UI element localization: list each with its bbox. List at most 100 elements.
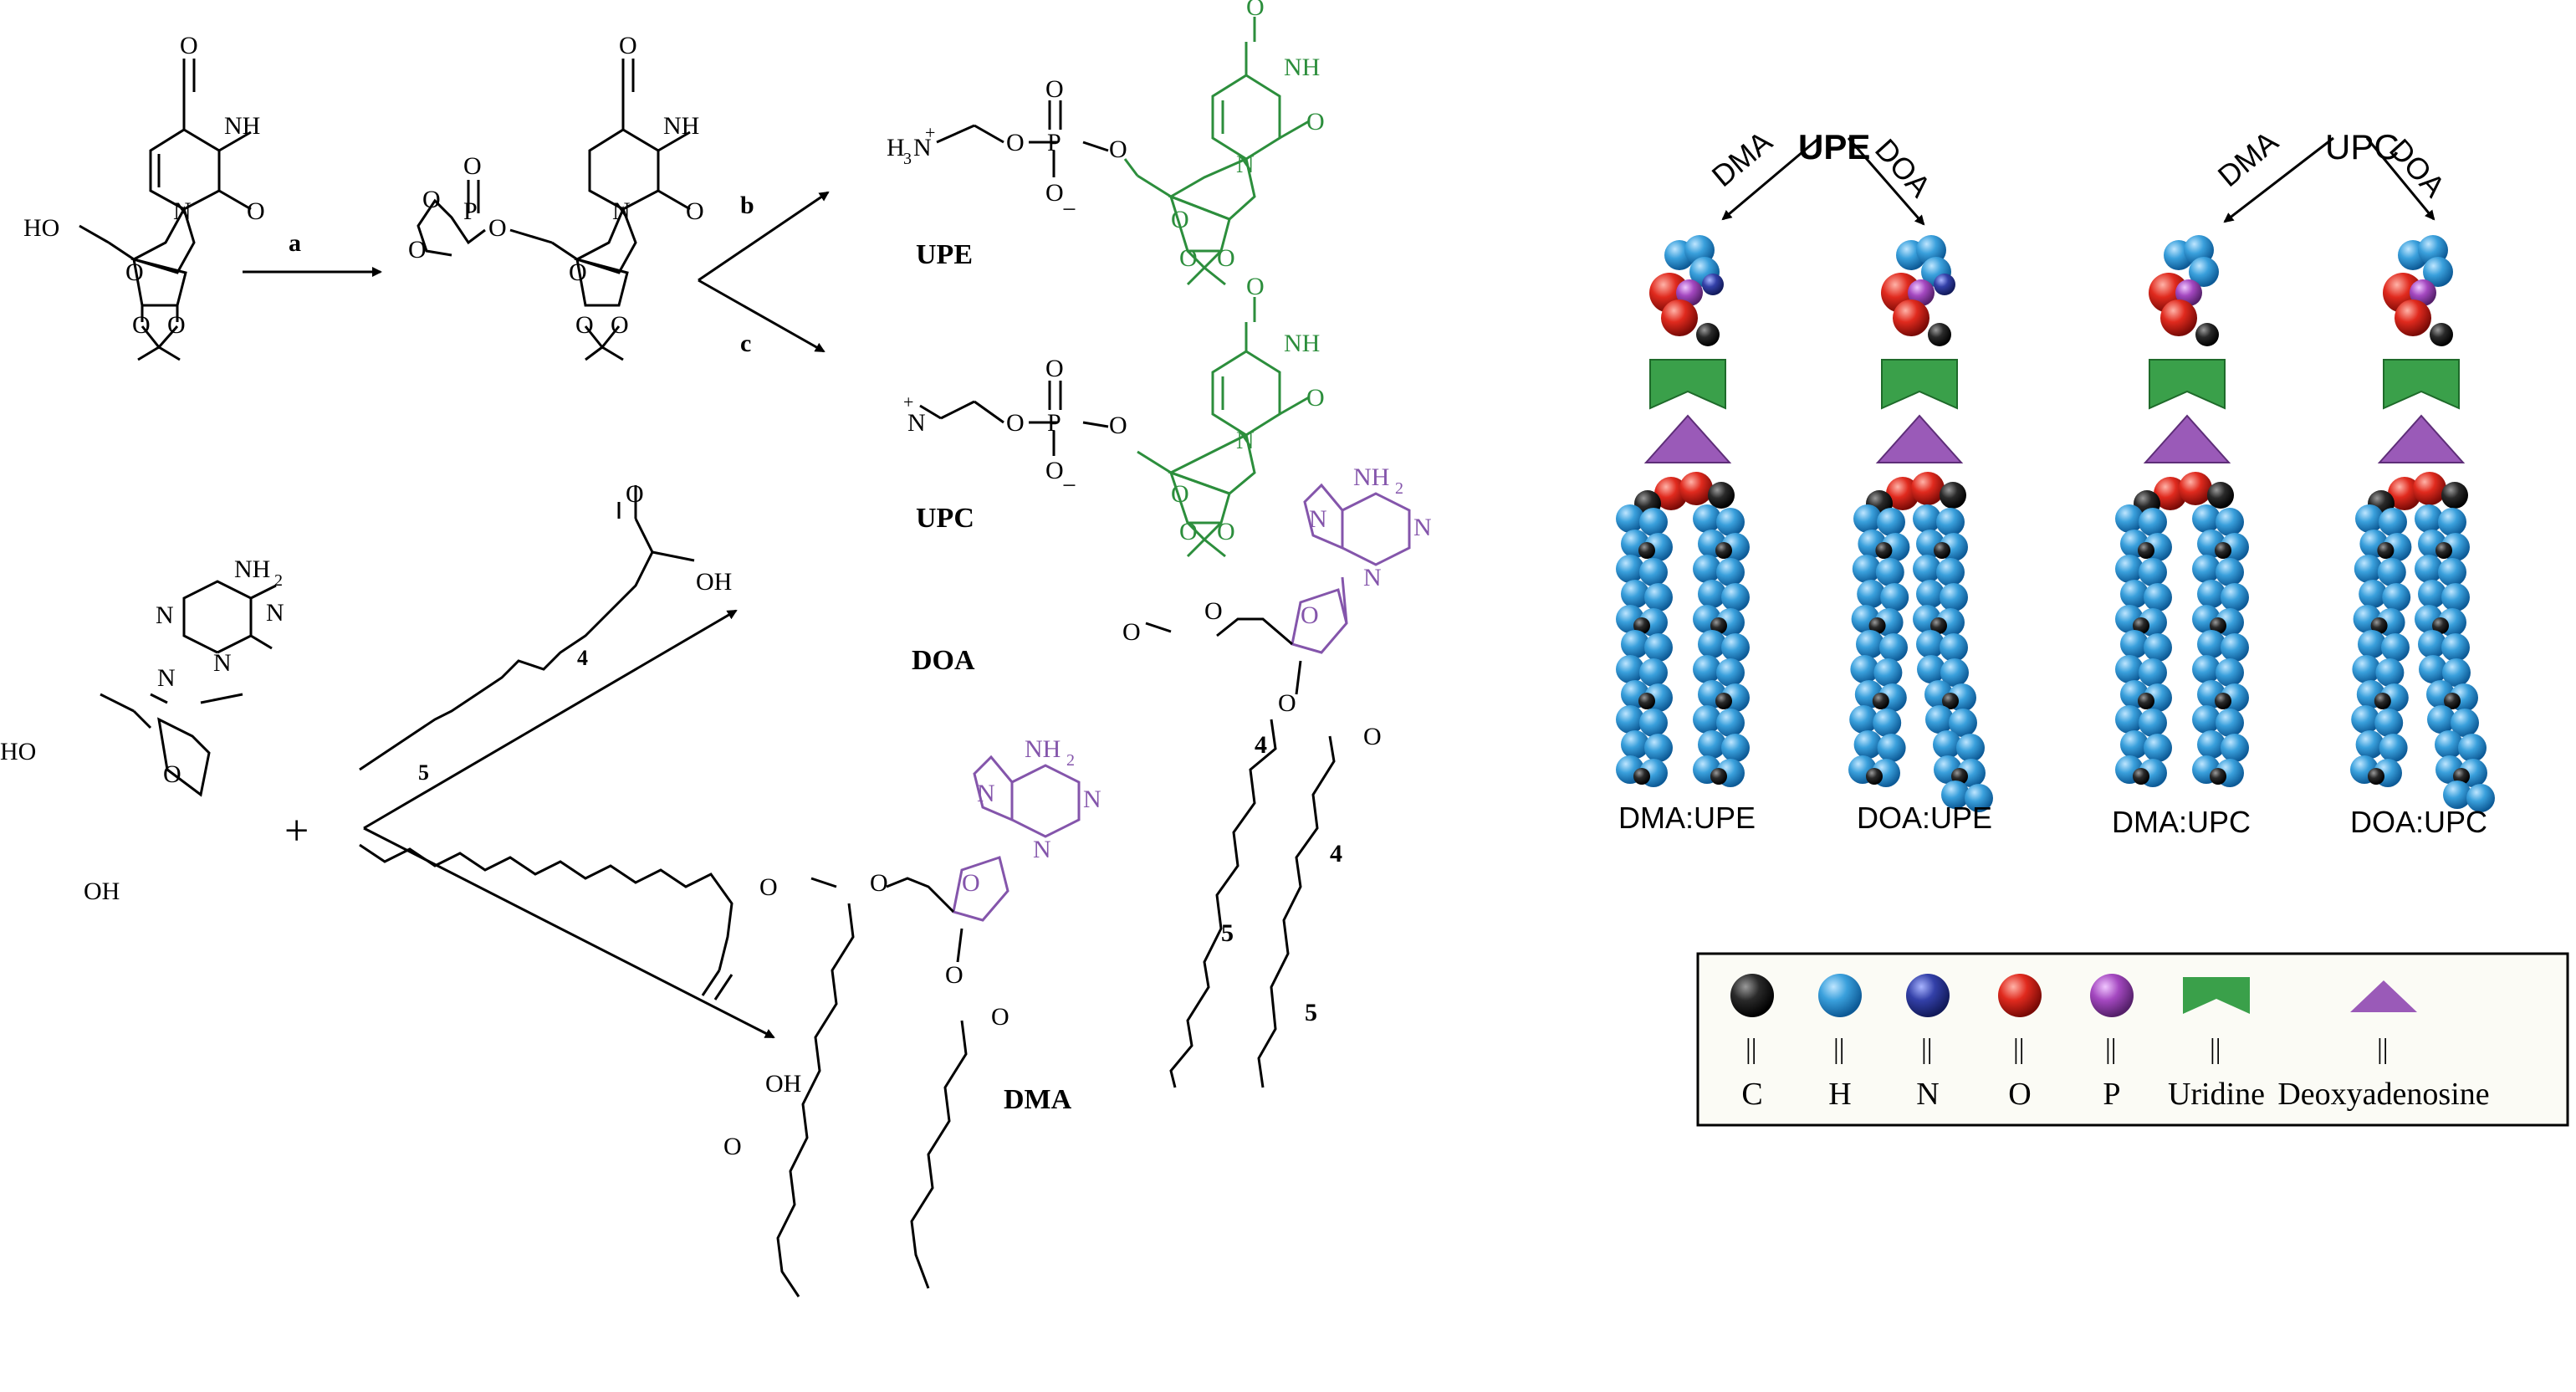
- hydrogen-atom: [1916, 580, 1945, 608]
- hydrogen-atom: [1721, 734, 1750, 762]
- step-label-a: a: [289, 229, 301, 257]
- arrow-upc-dma: [2223, 136, 2334, 223]
- compound-label-doa: DOA: [912, 645, 975, 676]
- hydrogen-atom: [2352, 655, 2381, 683]
- oxygen-atom: [1654, 477, 1688, 510]
- deoxyadenosine-block: [1875, 414, 1964, 463]
- hydrogen-atom: [2221, 633, 2249, 662]
- hydrogen-atom: [2379, 734, 2408, 762]
- legend-label: C: [1741, 1077, 1762, 1112]
- hydrogen-atom: [2451, 709, 2479, 737]
- hydrogen-atom: [2216, 558, 2244, 586]
- legend-equals-mark: ||: [2105, 1034, 2117, 1065]
- hydrogen-atom: [1721, 583, 1750, 612]
- o-label: O: [422, 186, 441, 213]
- o-label: O: [686, 197, 704, 225]
- legend-equals-mark: ||: [1833, 1034, 1845, 1065]
- carbon-atom: [2444, 693, 2461, 709]
- carbon-atom: [1696, 323, 1720, 346]
- legend: ||C||H||N||O||P||Uridine||Deoxyadenosine: [1696, 952, 2569, 1127]
- legend-swatch-o: [1998, 974, 2042, 1017]
- space-filling-models: [1616, 235, 2495, 812]
- n-label: N: [1236, 427, 1255, 454]
- hydrogen-atom: [2120, 730, 2149, 759]
- n-label: N: [213, 649, 232, 677]
- hydrogen-atom: [2216, 658, 2244, 687]
- o-label: O: [569, 258, 587, 286]
- carbon-atom: [2377, 542, 2395, 559]
- hydrogen-atom: [2192, 555, 2221, 583]
- sub2-label: 2: [274, 571, 283, 590]
- carbon-atom: [2432, 617, 2449, 634]
- arrow-upe-doa: [1847, 137, 1925, 226]
- hydrogen-atom: [1936, 508, 1965, 536]
- phosphorus-atom: [2410, 279, 2436, 306]
- hydrogen-atom: [2197, 630, 2226, 658]
- o-label: O: [1171, 480, 1189, 508]
- scheme-atom-labels: O NH O N HO O O O a b c O NH O N O P O O…: [0, 0, 1432, 1160]
- arrow-upc-doa: [2365, 137, 2435, 221]
- hydrogen-atom: [2221, 583, 2249, 612]
- hydrogen-atom: [1873, 709, 1902, 737]
- o-label: O: [619, 32, 637, 59]
- carbon-atom: [1715, 693, 1732, 709]
- carbon-atom: [1934, 542, 1950, 559]
- hydrogen-atom: [1693, 555, 1721, 583]
- ho-label: HO: [0, 738, 36, 765]
- o-label: O: [1246, 0, 1265, 21]
- model-caption: DOA:UPE: [1857, 801, 1992, 835]
- hydrogen-atom: [2359, 580, 2388, 608]
- hydrogen-atom: [1917, 655, 1945, 683]
- phosphorus-atom: [2175, 279, 2202, 306]
- hydrogen-atom: [2120, 630, 2149, 658]
- hydrogen-atom: [1698, 730, 1726, 759]
- hydrogen-atom: [1877, 734, 1906, 762]
- n-label: N: [1033, 836, 1051, 863]
- o-label: O: [626, 480, 644, 508]
- nitrogen-atom: [1702, 274, 1724, 295]
- legend-equals-mark: ||: [2210, 1034, 2221, 1065]
- dma-structure: [776, 755, 1081, 1297]
- o-label: O: [163, 760, 181, 788]
- hydrogen-atom: [1925, 705, 1954, 734]
- n-label: N: [1309, 505, 1327, 533]
- carbon-atom: [2441, 482, 2468, 509]
- hydrogen-atom: [2355, 504, 2384, 533]
- nh-label: NH: [224, 112, 260, 140]
- carbon-atom: [1866, 768, 1883, 785]
- carbon-atom: [1942, 693, 1959, 709]
- carbon-atom: [2215, 542, 2231, 559]
- arrow-to-dma: [363, 826, 775, 1039]
- h2n-label: NH: [1025, 735, 1061, 763]
- p-label: P: [1047, 409, 1061, 437]
- hydrogen-atom: [2458, 734, 2487, 762]
- hydrogen-atom: [1873, 658, 1903, 687]
- hydrogen-atom: [1877, 508, 1905, 536]
- sub2-label: 2: [1066, 751, 1075, 770]
- carbon-atom: [2374, 693, 2391, 709]
- oxygen-atom: [2154, 477, 2187, 510]
- hydrogen-atom: [1941, 780, 1970, 809]
- legend-swatch-n: [1906, 974, 1950, 1017]
- oxygen-atom: [2160, 299, 2197, 336]
- hydrogen-atom: [2415, 504, 2443, 533]
- hydrogen-atom: [1940, 658, 1969, 687]
- repeat-5-label: 5: [418, 760, 429, 785]
- hydrogen-atom: [1956, 734, 1985, 762]
- hydrogen-atom: [1940, 633, 1968, 662]
- plus-label: +: [925, 122, 935, 143]
- carbon-atom: [1928, 323, 1951, 346]
- n-label: N: [1363, 564, 1382, 591]
- protected-uridine-structure: [79, 59, 252, 361]
- h3n-label: H: [887, 134, 905, 161]
- hydrogen-atom: [1721, 633, 1750, 662]
- hydrogen-atom: [1853, 730, 1883, 759]
- oh-label: OH: [84, 878, 120, 905]
- hydrogen-atom: [2374, 709, 2404, 737]
- hydrogen-atom: [2355, 730, 2384, 759]
- carbon-atom: [2430, 323, 2453, 346]
- arrow-upe-dma: [1721, 136, 1820, 221]
- hydrogen-atom: [1850, 655, 1879, 683]
- hydrogen-atom: [1716, 709, 1745, 737]
